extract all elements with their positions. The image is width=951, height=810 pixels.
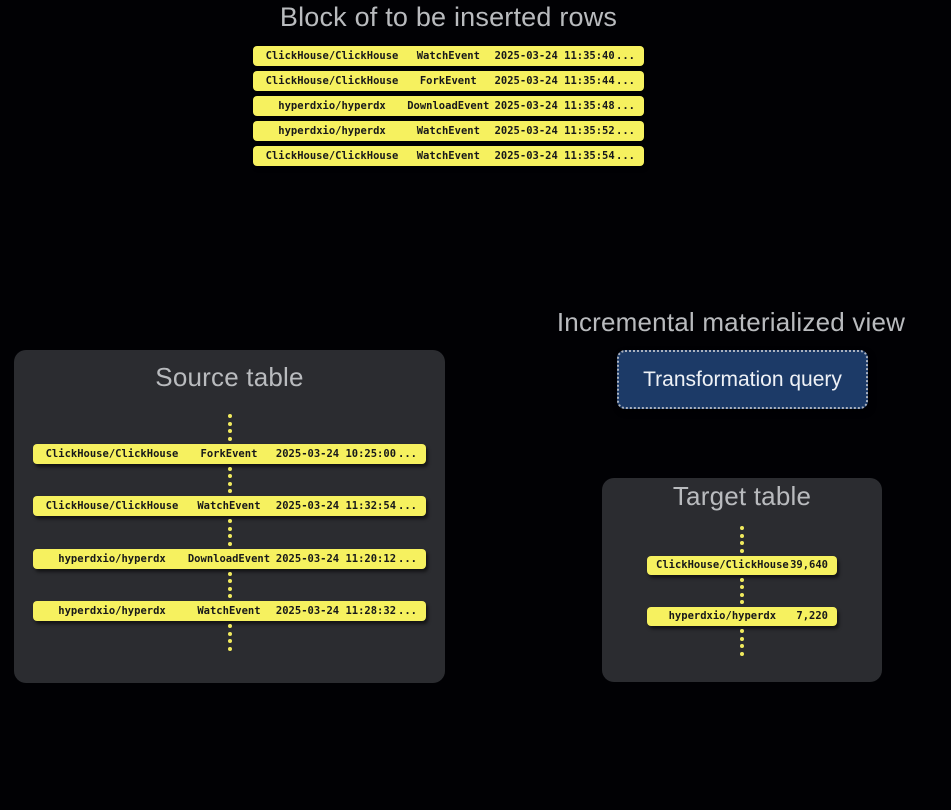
row-repo: hyperdxio/hyperdx	[668, 610, 777, 622]
ellipsis-dots	[740, 629, 744, 656]
row-event: WatchEvent	[197, 605, 261, 617]
row-timestamp: 2025-03-24 11:32:54	[275, 500, 397, 512]
insert-block-title: Block of to be inserted rows	[279, 2, 618, 32]
row-timestamp: 2025-03-24 10:25:00	[275, 447, 397, 460]
ellipsis-dots	[227, 624, 232, 651]
ellipsis-dots	[740, 577, 744, 604]
row-timestamp: 2025-03-24 11:35:40	[494, 50, 615, 62]
transformation-query-button[interactable]: Transformation query	[617, 350, 868, 409]
row-event: ForkEvent	[419, 75, 477, 87]
row-timestamp: 2025-03-24 11:35:44	[494, 75, 615, 87]
row-event: DownloadEvent	[407, 100, 490, 112]
row-more: ...	[616, 100, 635, 112]
row-more: ...	[616, 150, 635, 162]
row-timestamp: 2025-03-24 11:35:54	[494, 150, 615, 162]
row-count: 7,220	[796, 610, 828, 622]
row-timestamp: 2025-03-24 11:20:12	[275, 552, 397, 565]
ellipsis-dots	[227, 519, 232, 546]
row-more: ...	[398, 552, 417, 565]
table-row: hyperdxio/hyperdx WatchEvent 2025-03-24 …	[253, 121, 644, 141]
row-timestamp: 2025-03-24 11:35:52	[494, 125, 615, 137]
row-event: ForkEvent	[200, 447, 258, 460]
row-event: DownloadEvent	[187, 552, 271, 565]
row-event: WatchEvent	[416, 125, 480, 137]
row-repo: ClickHouse/ClickHouse	[265, 150, 399, 162]
row-more: ...	[616, 125, 635, 137]
row-more: ...	[616, 75, 635, 87]
row-more: ...	[398, 605, 417, 617]
row-more: ...	[616, 50, 635, 62]
ellipsis-dots	[227, 466, 232, 493]
source-table-panel: Source table ClickHouse/ClickHouse ForkE…	[14, 350, 445, 683]
insert-block: Block of to be inserted rows ClickHouse/…	[253, 2, 644, 166]
table-row: ClickHouse/ClickHouse ForkEvent 2025-03-…	[33, 443, 426, 464]
materialized-view-title: Incremental materialized view	[556, 307, 906, 337]
target-table-panel: Target table ClickHouse/ClickHouse 39,64…	[602, 478, 882, 682]
table-row: ClickHouse/ClickHouse WatchEvent 2025-03…	[33, 496, 426, 516]
row-count: 39,640	[790, 558, 828, 571]
row-more: ...	[398, 447, 417, 460]
target-table-title: Target table	[672, 481, 812, 511]
row-repo: hyperdxio/hyperdx	[58, 605, 166, 617]
row-timestamp: 2025-03-24 11:35:48	[494, 100, 615, 112]
row-repo: hyperdxio/hyperdx	[58, 552, 166, 565]
ellipsis-dots	[227, 571, 232, 598]
row-repo: ClickHouse/ClickHouse	[265, 75, 399, 87]
table-row: hyperdxio/hyperdx DownloadEvent 2025-03-…	[253, 96, 644, 116]
row-timestamp: 2025-03-24 11:28:32	[275, 605, 397, 617]
table-row: ClickHouse/ClickHouse 39,640	[647, 555, 837, 575]
row-repo: ClickHouse/ClickHouse	[656, 558, 789, 571]
ellipsis-dots	[227, 414, 232, 441]
row-repo: hyperdxio/hyperdx	[278, 125, 386, 137]
row-event: WatchEvent	[416, 50, 480, 62]
row-event: WatchEvent	[197, 500, 261, 512]
row-event: WatchEvent	[416, 150, 480, 162]
row-repo: ClickHouse/ClickHouse	[265, 50, 399, 62]
table-row: ClickHouse/ClickHouse ForkEvent 2025-03-…	[253, 71, 644, 91]
row-repo: ClickHouse/ClickHouse	[45, 447, 179, 460]
row-repo: ClickHouse/ClickHouse	[45, 500, 179, 512]
ellipsis-dots	[740, 526, 744, 553]
table-row: hyperdxio/hyperdx 7,220	[647, 607, 837, 626]
table-row: hyperdxio/hyperdx DownloadEvent 2025-03-…	[33, 548, 426, 569]
row-more: ...	[398, 500, 417, 512]
source-table-title: Source table	[155, 362, 304, 392]
table-row: ClickHouse/ClickHouse WatchEvent 2025-03…	[253, 46, 644, 66]
table-row: hyperdxio/hyperdx WatchEvent 2025-03-24 …	[33, 601, 426, 621]
row-repo: hyperdxio/hyperdx	[278, 100, 386, 112]
table-row: ClickHouse/ClickHouse WatchEvent 2025-03…	[253, 146, 644, 166]
